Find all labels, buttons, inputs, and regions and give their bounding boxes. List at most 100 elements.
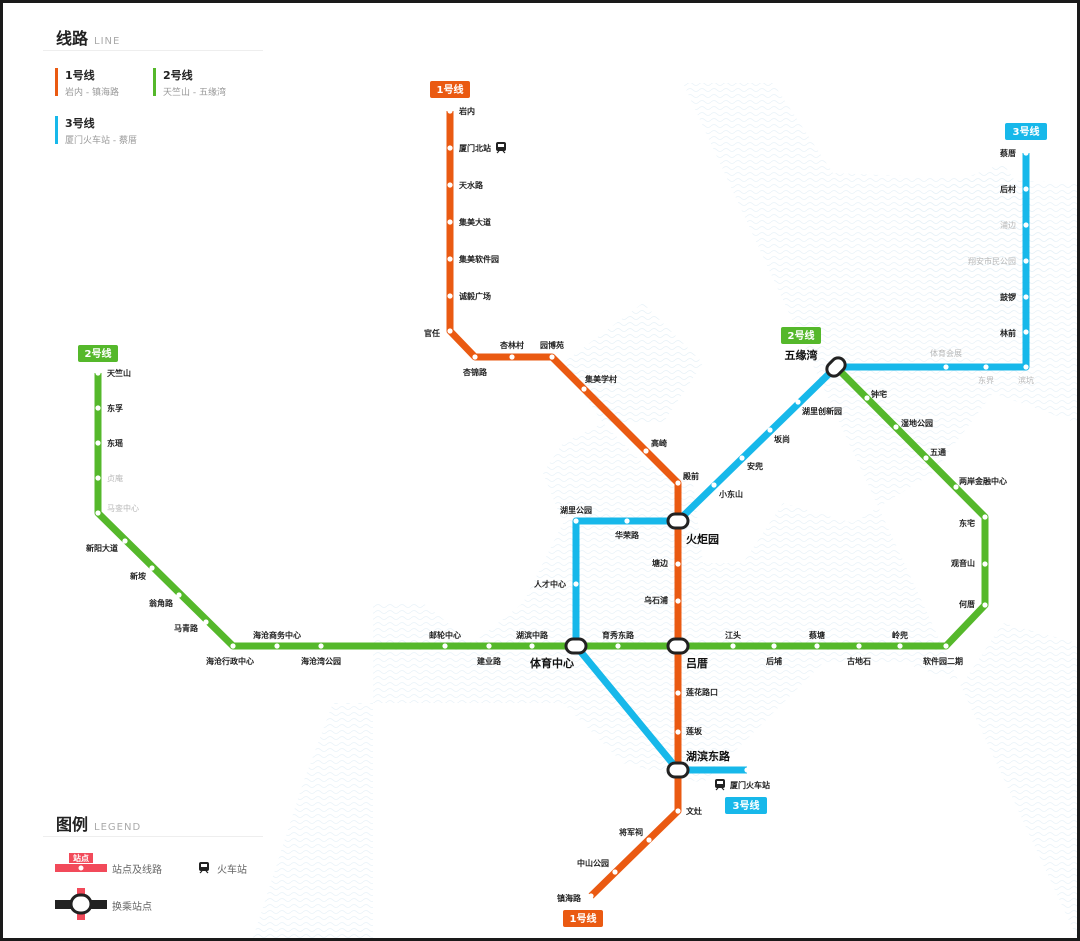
line-color-bar xyxy=(55,68,58,96)
station-dot[interactable] xyxy=(95,405,101,411)
station-label: 五通 xyxy=(930,447,946,457)
station-dot[interactable] xyxy=(1023,186,1029,192)
station-label: 翔安市民公园 xyxy=(968,256,1016,266)
station-dot[interactable] xyxy=(529,643,535,649)
station-label: 文灶 xyxy=(686,806,702,816)
station-dot[interactable] xyxy=(856,643,862,649)
station-dot[interactable] xyxy=(1023,222,1029,228)
station-dot[interactable] xyxy=(795,399,801,405)
transfer-tiyuzhongxin[interactable] xyxy=(564,637,588,655)
station-dot[interactable] xyxy=(1023,364,1029,370)
station-label: 厦门火车站 xyxy=(730,780,770,790)
transfer-huojuyuan[interactable] xyxy=(666,512,690,530)
station-dot[interactable] xyxy=(771,643,777,649)
line-item-1[interactable]: 1号线 岩内 - 镇海路 xyxy=(55,67,119,98)
station-dot[interactable] xyxy=(573,518,579,524)
sea-background xyxy=(253,83,1077,938)
transfer-nodes xyxy=(564,355,848,779)
station-label: 诚毅广场 xyxy=(459,291,491,301)
station-dot[interactable] xyxy=(442,643,448,649)
station-dot[interactable] xyxy=(893,424,899,430)
station-dot[interactable] xyxy=(897,643,903,649)
station-dot[interactable] xyxy=(982,602,988,608)
station-label: 新垵 xyxy=(130,571,146,581)
transfer-wuyuanwan[interactable] xyxy=(824,355,848,379)
station-label: 岩内 xyxy=(458,106,475,116)
station-dot[interactable] xyxy=(122,538,128,544)
station-dot[interactable] xyxy=(318,643,324,649)
station-dot[interactable] xyxy=(953,484,959,490)
station-dot[interactable] xyxy=(739,455,745,461)
station-dot[interactable] xyxy=(1023,294,1029,300)
station-dot[interactable] xyxy=(230,643,236,649)
station-dot[interactable] xyxy=(486,643,492,649)
station-dot[interactable] xyxy=(943,643,949,649)
station-dot[interactable] xyxy=(203,619,209,625)
station-label: 东界 xyxy=(978,375,994,385)
svg-text:1号线: 1号线 xyxy=(437,83,464,96)
station-dot[interactable] xyxy=(1023,150,1029,156)
station-dot[interactable] xyxy=(95,370,101,376)
station-dot[interactable] xyxy=(943,364,949,370)
station-dot[interactable] xyxy=(615,643,621,649)
transfer-hubindonglu[interactable] xyxy=(666,761,690,779)
svg-text:3号线: 3号线 xyxy=(1013,125,1040,138)
station-dot[interactable] xyxy=(612,869,618,875)
line-item-2[interactable]: 2号线 天竺山 - 五缘湾 xyxy=(153,67,226,98)
station-dot[interactable] xyxy=(588,893,594,899)
station-label: 海沧行政中心 xyxy=(206,656,254,666)
station-dot[interactable] xyxy=(675,480,681,486)
station-dot[interactable] xyxy=(176,592,182,598)
station-dot[interactable] xyxy=(711,482,717,488)
station-dot[interactable] xyxy=(983,364,989,370)
station-dot[interactable] xyxy=(814,643,820,649)
station-dot[interactable] xyxy=(982,561,988,567)
station-dot[interactable] xyxy=(744,767,750,773)
station-dot[interactable] xyxy=(472,354,478,360)
station-label: 体育中心 xyxy=(530,656,574,670)
transfer-lucuo[interactable] xyxy=(666,637,690,655)
station-dot[interactable] xyxy=(447,256,453,262)
station-dot[interactable] xyxy=(923,455,929,461)
station-dot[interactable] xyxy=(274,643,280,649)
station-dots xyxy=(95,108,1029,899)
station-dot[interactable] xyxy=(675,561,681,567)
station-dot[interactable] xyxy=(149,565,155,571)
station-label: 钟宅 xyxy=(871,389,887,399)
station-label: 莲坂 xyxy=(686,726,703,736)
station-dot[interactable] xyxy=(447,145,453,151)
station-dot[interactable] xyxy=(509,354,515,360)
station-dot[interactable] xyxy=(675,729,681,735)
line-color-bar xyxy=(153,68,156,96)
station-dot[interactable] xyxy=(864,395,870,401)
station-dot[interactable] xyxy=(573,581,579,587)
station-dot[interactable] xyxy=(95,475,101,481)
station-dot[interactable] xyxy=(447,293,453,299)
station-dot[interactable] xyxy=(1023,329,1029,335)
station-dot[interactable] xyxy=(95,440,101,446)
station-dot[interactable] xyxy=(581,386,587,392)
station-dot[interactable] xyxy=(646,837,652,843)
station-dot[interactable] xyxy=(447,219,453,225)
station-dot[interactable] xyxy=(675,808,681,814)
station-dot[interactable] xyxy=(624,518,630,524)
station-label: 五缘湾 xyxy=(785,348,818,362)
station-dot[interactable] xyxy=(447,108,453,114)
station-dot[interactable] xyxy=(447,328,453,334)
station-label: 后埔 xyxy=(766,656,782,666)
station-label: 软件园二期 xyxy=(923,656,963,666)
divider xyxy=(43,836,263,837)
station-dot[interactable] xyxy=(643,448,649,454)
station-dot[interactable] xyxy=(95,510,101,516)
station-label: 杏林村 xyxy=(499,340,524,350)
station-dot[interactable] xyxy=(675,690,681,696)
station-label: 将军祠 xyxy=(619,827,643,837)
station-dot[interactable] xyxy=(549,354,555,360)
station-dot[interactable] xyxy=(675,598,681,604)
station-dot[interactable] xyxy=(1023,258,1029,264)
line-item-3[interactable]: 3号线 厦门火车站 - 蔡厝 xyxy=(55,115,137,146)
station-dot[interactable] xyxy=(767,427,773,433)
station-dot[interactable] xyxy=(982,514,988,520)
station-dot[interactable] xyxy=(447,182,453,188)
station-dot[interactable] xyxy=(730,643,736,649)
